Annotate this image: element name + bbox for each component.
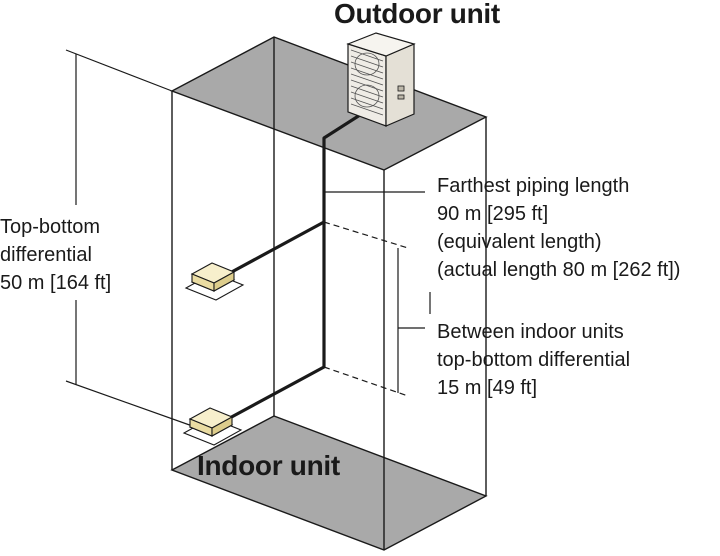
building-edges — [171, 37, 487, 550]
refrigerant-piping — [225, 113, 361, 422]
between-indoor-units-note: Between indoor units top-bottom differen… — [437, 318, 630, 402]
between-indoor-line-3: 15 m [49 ft] — [437, 377, 538, 399]
farthest-piping-line-3: (equivalent length) — [437, 231, 602, 253]
top-bottom-differential-note: Top-bottom differential 50 m [164 ft] — [0, 213, 111, 297]
farthest-piping-line-1: Farthest piping length — [437, 175, 630, 197]
ceiling-plane — [170, 36, 488, 171]
farthest-piping-note: Farthest piping length 90 m [295 ft] (eq… — [437, 172, 680, 284]
outdoor-unit-label: Outdoor unit — [334, 0, 500, 29]
between-indoor-line-2: top-bottom differential — [437, 349, 631, 371]
top-bottom-line-3: 50 m [164 ft] — [0, 272, 112, 294]
outdoor-unit — [346, 32, 416, 127]
piping-leaders — [324, 191, 431, 314]
top-bottom-line-1: Top-bottom — [0, 216, 101, 238]
indoor-unit-label: Indoor unit — [197, 450, 340, 481]
farthest-piping-line-4: (actual length 80 m [262 ft]) — [437, 259, 681, 281]
top-bottom-line-2: differential — [0, 244, 92, 266]
total-height-dimension — [65, 49, 199, 429]
lower-indoor-unit — [182, 407, 243, 446]
indoor-differential-dimension — [323, 221, 425, 397]
between-indoor-line-1: Between indoor units — [437, 321, 624, 343]
farthest-piping-line-2: 90 m [295 ft] — [437, 203, 549, 225]
upper-indoor-unit — [184, 262, 245, 301]
